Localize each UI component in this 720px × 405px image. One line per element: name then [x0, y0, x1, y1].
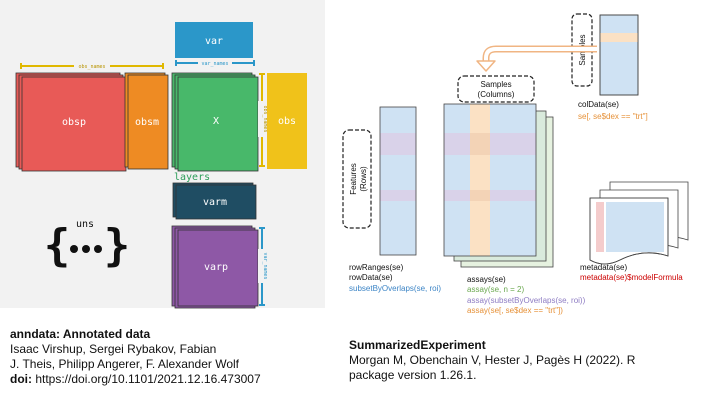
obs-label: obs: [278, 116, 296, 127]
x-label: X: [213, 116, 219, 127]
uns-close-brace-icon: }: [104, 220, 131, 271]
uns-block: uns { }: [44, 219, 131, 271]
rowranges-label: rowRanges(se): [349, 263, 404, 272]
uns-open-brace-icon: {: [44, 220, 71, 271]
obsm-label: obsm: [135, 117, 159, 128]
se-citation-line-1: Morgan M, Obenchain V, Hester J, Pagès H…: [349, 353, 636, 367]
metadata-block: [589, 181, 689, 265]
anndata-citation-doi: doi: https://doi.org/10.1101/2021.12.16.…: [10, 372, 261, 387]
coldata-label: colData(se): [578, 100, 619, 109]
uns-dot-icon: [70, 245, 78, 253]
subset-by-overlaps-label: subsetByOverlaps(se, roi): [349, 284, 441, 293]
obs-names-indicator: obs_names: [20, 62, 164, 70]
assay-subset-overlaps-label: assay(subsetByOverlaps(se, roi)): [467, 296, 586, 305]
se-diagram: Samples colData(se) se[, se$dex == "trt"…: [342, 13, 689, 315]
var-names-label: var_names: [201, 61, 228, 67]
assay-n2-label: assay(se, n = 2): [467, 285, 524, 294]
var-label: var: [205, 36, 223, 47]
assays-label: assays(se): [467, 275, 506, 284]
var-names-vertical-indicator: var_names: [258, 227, 268, 306]
se-citation: SummarizedExperiment Morgan M, Obenchain…: [349, 338, 635, 383]
rowranges-block: [379, 106, 417, 256]
coldata-subset-label: se[, se$dex == "trt"]: [578, 112, 648, 121]
doi-link[interactable]: https://doi.org/10.1101/2021.12.16.47300…: [32, 372, 261, 386]
assays-block: [443, 103, 554, 268]
obsm-block: obsm: [124, 72, 169, 170]
obsp-block: obsp: [15, 72, 127, 172]
samples-columns-label-box: Samples (Columns): [457, 75, 535, 103]
var-names-vertical-label: var_names: [262, 252, 268, 279]
doi-label: doi:: [10, 372, 32, 386]
assay-subset-trt-label: assay(se[, se$dex == "trt"]): [467, 306, 563, 315]
features-line1: Features: [349, 163, 358, 195]
varp-label: varp: [204, 262, 228, 273]
obs-names-vertical-indicator: obs_names: [258, 73, 268, 167]
layers-label: layers: [174, 172, 210, 183]
obs-names-label: obs_names: [78, 64, 105, 70]
rowdata-label: rowData(se): [349, 273, 393, 282]
x-block: X: [171, 72, 259, 172]
transpose-arrow-icon: [476, 45, 597, 72]
anndata-citation-title: anndata: Annotated data: [10, 327, 151, 341]
anndata-citation-authors-2: J. Theis, Philipp Angerer, F. Alexander …: [10, 357, 240, 371]
samples-columns-line2: (Columns): [478, 90, 515, 99]
anndata-diagram: var var_names obs_names obsp: [0, 0, 325, 309]
varm-block: varm: [172, 182, 257, 220]
obs-block: obs: [267, 73, 307, 169]
coldata-block: [599, 14, 639, 96]
obsp-label: obsp: [62, 117, 86, 128]
uns-label: uns: [76, 219, 94, 230]
varp-block: varp: [171, 225, 259, 309]
obs-names-vertical-label: obs_names: [262, 105, 268, 132]
features-line2: (Rows): [359, 166, 368, 192]
var-block: var: [175, 22, 253, 58]
anndata-citation-authors-1: Isaac Virshup, Sergei Rybakov, Fabian: [10, 342, 217, 356]
metadata-model-formula-label: metadata(se)$modelFormula: [580, 273, 683, 282]
se-citation-line-2: package version 1.26.1.: [349, 368, 477, 382]
samples-columns-line1: Samples: [480, 80, 511, 89]
varm-label: varm: [203, 197, 227, 208]
metadata-label: metadata(se): [580, 263, 627, 272]
anndata-citation: anndata: Annotated data Isaac Virshup, S…: [10, 327, 261, 387]
var-names-indicator: var_names: [175, 59, 255, 67]
se-citation-title: SummarizedExperiment: [349, 338, 486, 352]
features-label-box: Features (Rows): [342, 129, 372, 229]
